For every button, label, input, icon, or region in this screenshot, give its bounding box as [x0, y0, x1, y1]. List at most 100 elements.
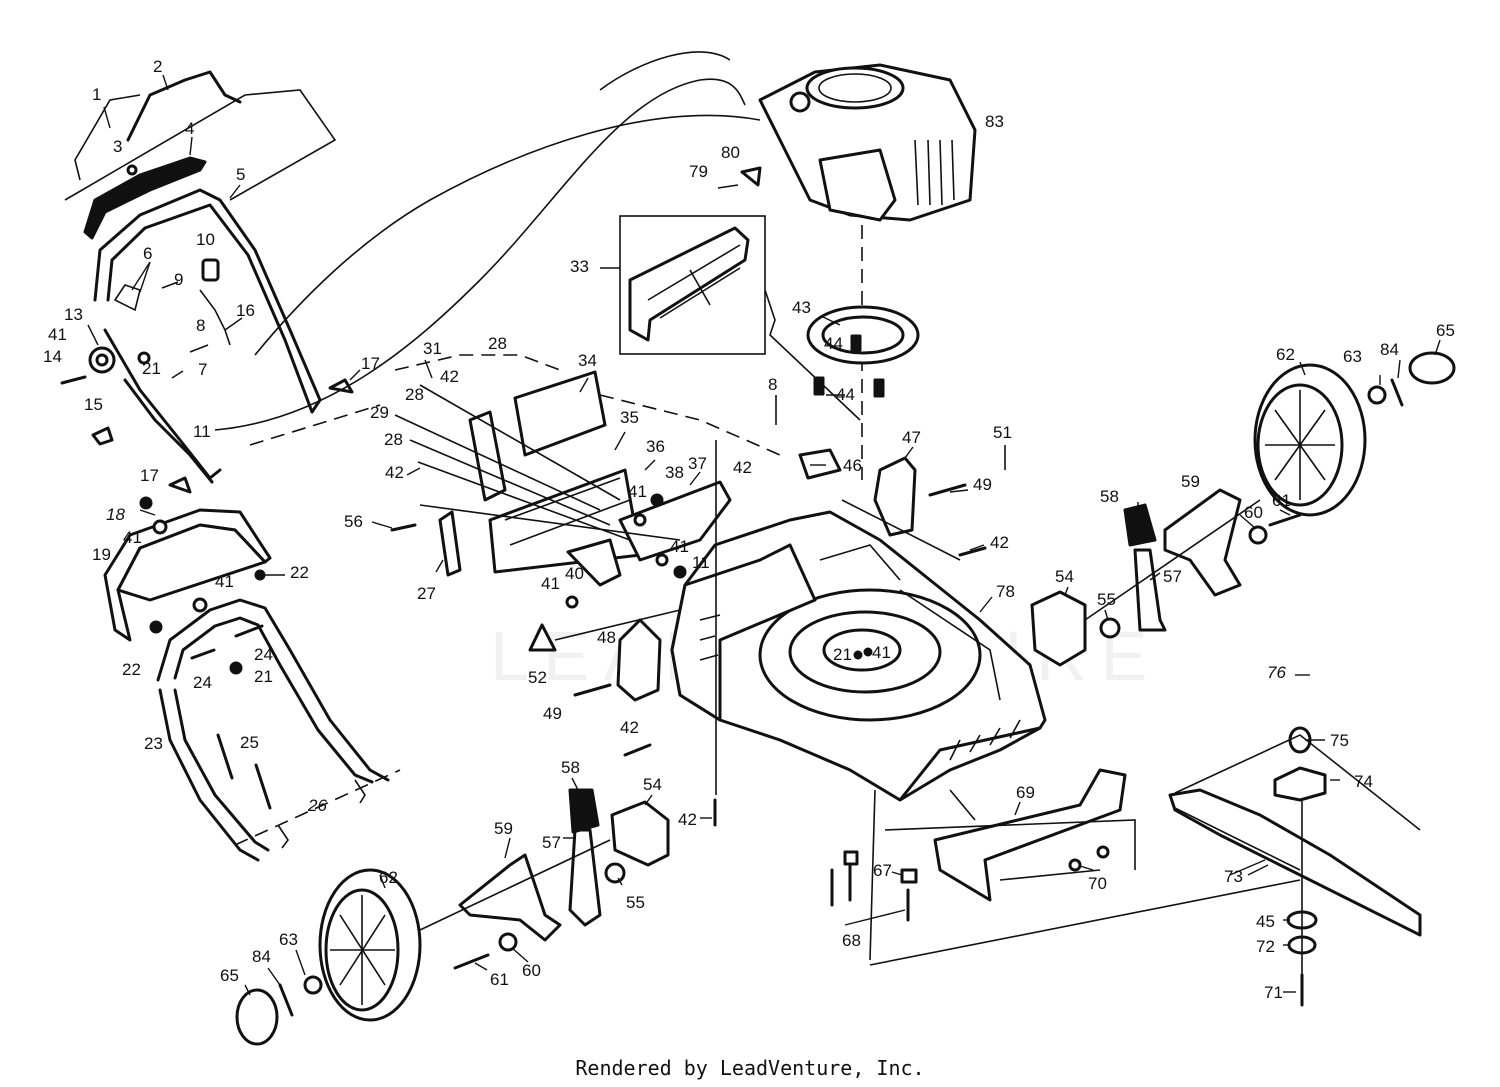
deflector-part-52 — [528, 623, 557, 652]
callout-56: 56 — [344, 512, 363, 531]
bracket-part-34 — [513, 370, 607, 457]
callout-42a: 42 — [440, 367, 459, 386]
guide-dash-1 — [394, 354, 561, 371]
handle-grip-part-4 — [83, 156, 207, 240]
washer-part-41a — [152, 519, 168, 535]
deck-hole — [822, 628, 902, 672]
baffle-group — [390, 370, 732, 609]
chute-group — [619, 215, 861, 421]
hubcap-part-65-right — [1408, 351, 1456, 385]
callout-22a: 22 — [122, 660, 141, 679]
callout-6: 6 — [143, 244, 152, 263]
callout-57b: 57 — [542, 833, 561, 852]
wheel-left-spokes — [330, 895, 395, 1005]
callout-41b: 41 — [123, 528, 142, 547]
footer-credit: Rendered by LeadVenture, Inc. — [575, 1056, 925, 1080]
callout-70: 70 — [1088, 874, 1107, 893]
callout-22b: 22 — [290, 563, 309, 582]
bolt-part-42b — [958, 546, 987, 557]
wheel-part-62-left-hub — [324, 888, 400, 1012]
deck-front-skirt — [898, 726, 1042, 802]
callout-62b: 62 — [379, 868, 398, 887]
callout-60b: 60 — [522, 961, 541, 980]
washer-part-60-left — [498, 932, 518, 952]
callout-13: 13 — [64, 305, 83, 324]
lower-handle-leg-2 — [173, 688, 270, 852]
bracket-part-27 — [438, 510, 462, 577]
callout-26: 26 — [307, 796, 327, 815]
callout-61b: 61 — [490, 970, 509, 989]
wheel-part-62-left — [318, 868, 422, 1022]
nut-part-21a — [137, 351, 151, 365]
callout-40: 40 — [565, 564, 584, 583]
callout-59b: 59 — [494, 819, 513, 838]
deck-dome-inner — [788, 610, 942, 694]
callout-78: 78 — [996, 582, 1015, 601]
callout-21b: 21 — [254, 667, 273, 686]
knob-part-13-inner — [95, 353, 109, 367]
callout-42b: 42 — [385, 463, 404, 482]
callout-21a: 21 — [142, 359, 161, 378]
washer-part-41c — [633, 513, 647, 527]
pin-part-44c — [873, 378, 885, 398]
callout-42d: 42 — [990, 533, 1009, 552]
axle-bracket-part-59-right — [1163, 488, 1242, 597]
bolt-part-49b — [573, 683, 612, 697]
callout-35: 35 — [620, 408, 639, 427]
dash-link-lower-handle — [234, 769, 401, 846]
rod-part-42 — [417, 461, 631, 541]
bolt-part-61-right — [1268, 513, 1302, 527]
baffle-part-35 — [488, 468, 642, 574]
callout-8a: 8 — [196, 316, 205, 335]
callout-28a: 28 — [488, 334, 507, 353]
callout-8b: 8 — [768, 375, 777, 394]
callout-68: 68 — [842, 931, 861, 950]
callout-45: 45 — [1256, 912, 1275, 931]
callout-76: 76 — [1267, 663, 1286, 682]
bolt-part-24a — [190, 648, 216, 660]
right-wheel-group — [1030, 351, 1456, 667]
upper-handle-lower-arm — [103, 328, 222, 480]
callout-58a: 58 — [1100, 487, 1119, 506]
blade-part-73 — [1168, 788, 1422, 937]
callout-24a: 24 — [193, 673, 212, 692]
handle-cover-part-19-front — [116, 523, 267, 602]
callout-55b: 55 — [626, 893, 645, 912]
lower-handle-leg — [158, 688, 260, 862]
cable-clip-part-17b — [168, 476, 192, 494]
callout-28c: 28 — [384, 430, 403, 449]
wheel-part-62-right-hub — [1256, 383, 1344, 507]
baffle-part-69 — [933, 768, 1127, 902]
callout-67: 67 — [873, 861, 892, 880]
callout-21c: 21 — [833, 645, 852, 664]
callout-79: 79 — [689, 162, 708, 181]
callout-3: 3 — [113, 137, 122, 156]
spacer-ring-part-43-inner — [821, 315, 905, 355]
callout-27: 27 — [417, 584, 436, 603]
callout-14: 14 — [43, 347, 62, 366]
callout-41g: 41 — [872, 643, 891, 662]
callout-43: 43 — [792, 298, 811, 317]
chute-rib — [647, 244, 741, 319]
callout-84a: 84 — [1380, 340, 1399, 359]
wheel-right-spokes — [1265, 390, 1335, 500]
callout-15: 15 — [84, 395, 103, 414]
callout-49b: 49 — [543, 704, 562, 723]
guide-dash-3 — [249, 404, 381, 446]
bolt-part-24b — [234, 624, 264, 638]
pin-part-44a — [850, 334, 862, 352]
oil-cap — [789, 91, 811, 113]
callout-55a: 55 — [1097, 590, 1116, 609]
callout-11b: 11 — [692, 553, 710, 572]
callout-65a: 65 — [1436, 321, 1455, 340]
height-lever-part-57-right — [1133, 548, 1167, 632]
blade-frame — [1174, 734, 1421, 871]
callout-57a: 57 — [1163, 567, 1182, 586]
washer-part-41b — [192, 597, 208, 613]
callout-28b: 28 — [405, 385, 424, 404]
washer-part-63-right — [1367, 385, 1387, 405]
callout-72: 72 — [1256, 937, 1275, 956]
callout-18: 18 — [106, 505, 125, 524]
callout-51: 51 — [993, 423, 1012, 442]
dash-link-52 — [554, 609, 681, 641]
